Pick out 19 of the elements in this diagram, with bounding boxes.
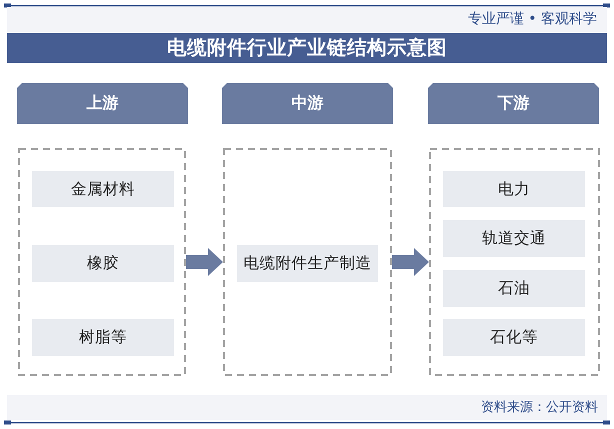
item-box: 电力	[443, 171, 585, 207]
slogan-text: 专业严谨 • 客观科学	[468, 10, 597, 29]
arrow	[392, 248, 429, 276]
item-box: 石油	[443, 270, 585, 307]
dashed-group-box	[223, 148, 392, 376]
dashed-group-box	[429, 148, 600, 376]
source-note: 资料来源：公开资料	[481, 399, 598, 417]
title-banner: 电缆附件行业产业链结构示意图	[7, 33, 607, 63]
item-box: 电缆附件生产制造	[237, 245, 378, 282]
arrow	[186, 248, 223, 276]
item-box: 金属材料	[32, 171, 174, 207]
item-box: 石化等	[443, 319, 585, 356]
item-box: 轨道交通	[443, 220, 585, 257]
stage-header: 下游	[428, 83, 599, 124]
item-box: 树脂等	[32, 319, 174, 356]
dashed-group-box	[18, 148, 186, 376]
stage-header: 上游	[17, 83, 188, 124]
stage-header: 中游	[222, 83, 393, 124]
item-box: 橡胶	[32, 245, 174, 282]
